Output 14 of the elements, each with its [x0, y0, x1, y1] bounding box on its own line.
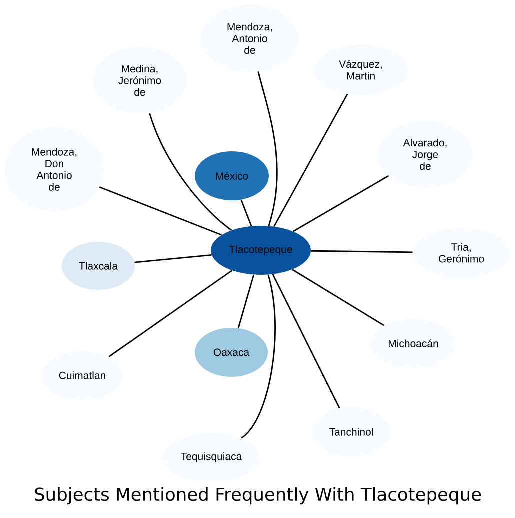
- connector-line: [134, 254, 212, 264]
- connector-line: [272, 274, 340, 408]
- connector-line: [292, 269, 384, 326]
- connector-line: [258, 72, 278, 226]
- connector-line: [293, 175, 390, 232]
- connector-line: [238, 274, 255, 328]
- connector-line: [99, 186, 222, 236]
- chart-title: Subjects Mentioned Frequently With Tlacotepeque: [35, 487, 482, 505]
- connector-line: [240, 200, 252, 226]
- connector-line: [108, 270, 233, 358]
- connector-line: [241, 274, 276, 439]
- connector-line: [311, 250, 413, 254]
- connector-line: [149, 113, 232, 231]
- connector-line: [274, 94, 348, 228]
